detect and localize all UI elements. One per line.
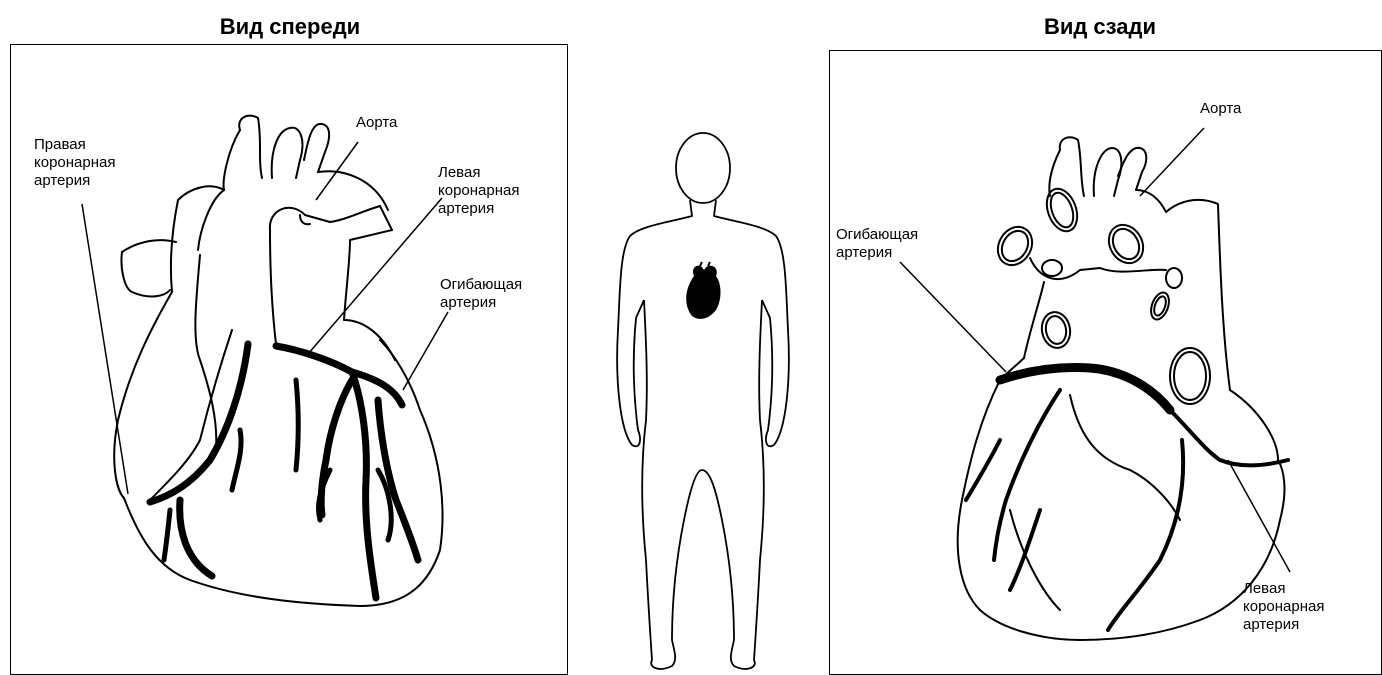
- front-aorta-label: Аорта: [356, 114, 397, 132]
- back-circumflex-label: Огибающая артерия: [836, 226, 918, 262]
- front-circumflex-label: Огибающая артерия: [440, 276, 522, 312]
- back-left-coronary-label: Левая коронарная артерия: [1243, 580, 1324, 634]
- back-aorta-label: Аорта: [1200, 100, 1241, 118]
- front-right-coronary-label: Правая коронарная артерия: [34, 136, 115, 190]
- front-left-coronary-label: Левая коронарная артерия: [438, 164, 519, 218]
